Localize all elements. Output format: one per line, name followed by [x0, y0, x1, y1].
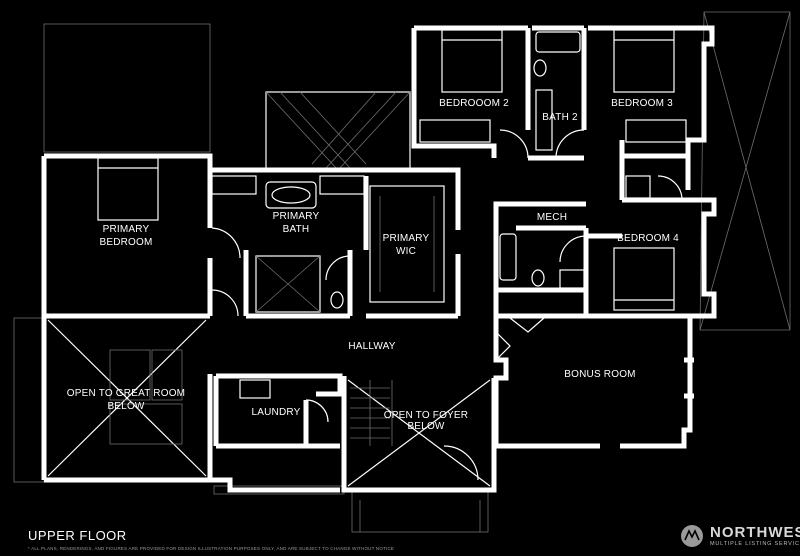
roof-outlines — [13, 11, 791, 533]
label-bedroom-3: BEDROOM 3 — [611, 98, 673, 109]
open-to-below-markers — [47, 319, 491, 487]
label-primary-bath-2: BATH — [283, 224, 310, 235]
label-primary-bedroom-2: BEDROOM — [99, 237, 152, 248]
door-swings — [211, 129, 683, 481]
label-open-foyer-2: BELOW — [407, 421, 444, 432]
label-primary-wic-2: WIC — [396, 246, 416, 257]
label-hallway: HALLWAY — [348, 341, 395, 352]
disclaimer-text: * ALL PLANS, RENDERINGS, AND FIGURES ARE… — [28, 546, 395, 551]
label-primary-bath-1: PRIMARY — [273, 211, 320, 222]
label-primary-wic-1: PRIMARY — [383, 233, 430, 244]
label-mech: MECH — [537, 212, 567, 223]
label-bonus-room: BONUS ROOM — [564, 369, 635, 380]
nwmls-logo-icon — [681, 525, 703, 547]
nwmls-logo-text: NORTHWEST MULTIPLE LISTING SERVICE — [710, 525, 800, 548]
brand-name: NORTHWEST — [710, 523, 800, 541]
brand-subtitle: MULTIPLE LISTING SERVICE — [710, 540, 800, 547]
label-primary-bedroom-1: PRIMARY — [103, 224, 150, 235]
closets — [369, 119, 687, 303]
bath-fixtures — [211, 31, 585, 399]
label-bedroom-4: BEDROOM 4 — [617, 233, 679, 244]
label-bedroom-2: BEDROOOM 2 — [439, 98, 509, 109]
label-bath-2: BATH 2 — [542, 112, 578, 123]
room-labels: BEDROOOM 2 BATH 2 BEDROOM 3 PRIMARY BEDR… — [67, 98, 679, 432]
nwmls-logo: NORTHWEST MULTIPLE LISTING SERVICE — [680, 524, 800, 548]
label-open-foyer-1: OPEN TO FOYER — [384, 410, 468, 421]
roof-hatch — [265, 91, 411, 171]
floor-title: UPPER FLOOR — [28, 528, 127, 543]
walls — [41, 25, 717, 493]
stairs — [350, 380, 393, 446]
label-laundry: LAUNDRY — [251, 407, 300, 418]
label-open-great-room-1: OPEN TO GREAT ROOM — [67, 388, 185, 399]
beds — [97, 29, 675, 311]
label-open-great-room-2: BELOW — [107, 401, 144, 412]
